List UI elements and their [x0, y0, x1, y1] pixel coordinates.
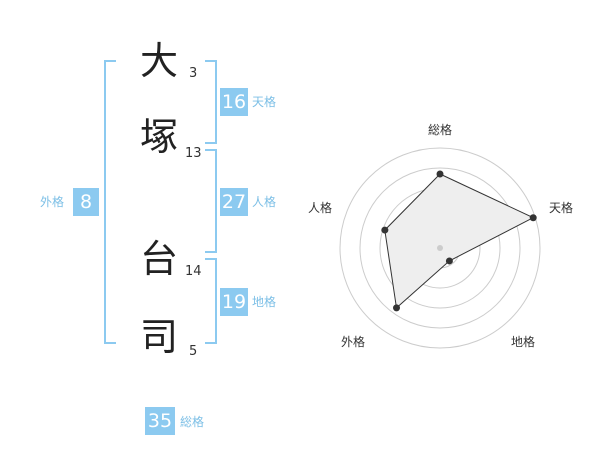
radar-points	[381, 170, 537, 312]
name-char-1: 大	[139, 39, 178, 83]
radar-point	[436, 170, 444, 178]
radar-grid-ring	[339, 147, 541, 349]
chikaku-bracket	[205, 258, 217, 344]
radar-grid-ring	[359, 167, 521, 329]
radar-point	[445, 257, 453, 265]
radar-center-dot	[437, 245, 443, 251]
jinkaku-bracket	[205, 149, 217, 253]
tenkaku-label: 天格	[252, 95, 277, 109]
name-char-4: 司	[139, 315, 178, 359]
gaikaku-label: 外格	[40, 195, 65, 209]
stroke-count-4: 5	[189, 344, 198, 359]
radar-label-gaikaku: 外格	[341, 335, 366, 349]
stroke-count-2: 13	[185, 146, 202, 161]
chikaku-badge: 19	[220, 288, 248, 316]
radar-shape	[384, 173, 535, 309]
radar-label-soukaku: 総格	[428, 123, 453, 137]
soukaku-badge: 35	[145, 407, 175, 435]
name-char-3: 台	[139, 237, 178, 281]
tenkaku-bracket	[205, 60, 217, 144]
radar-point	[393, 304, 401, 312]
jinkaku-badge: 27	[220, 188, 248, 216]
radar-label-tenkaku: 天格	[549, 201, 574, 215]
jinkaku-label: 人格	[252, 195, 277, 209]
radar-label-jinkaku: 人格	[308, 201, 333, 215]
radar-point	[381, 226, 389, 234]
radar-point	[529, 214, 537, 222]
name-char-2: 塚	[139, 115, 178, 159]
gaikaku-badge: 8	[73, 188, 99, 216]
chikaku-label: 地格	[252, 295, 277, 309]
stroke-count-1: 3	[189, 66, 198, 81]
soukaku-label: 総格	[180, 415, 205, 429]
stroke-count-3: 14	[185, 264, 202, 279]
gaikaku-bracket	[104, 60, 116, 344]
radar-label-chikaku: 地格	[511, 335, 536, 349]
tenkaku-badge: 16	[220, 88, 248, 116]
